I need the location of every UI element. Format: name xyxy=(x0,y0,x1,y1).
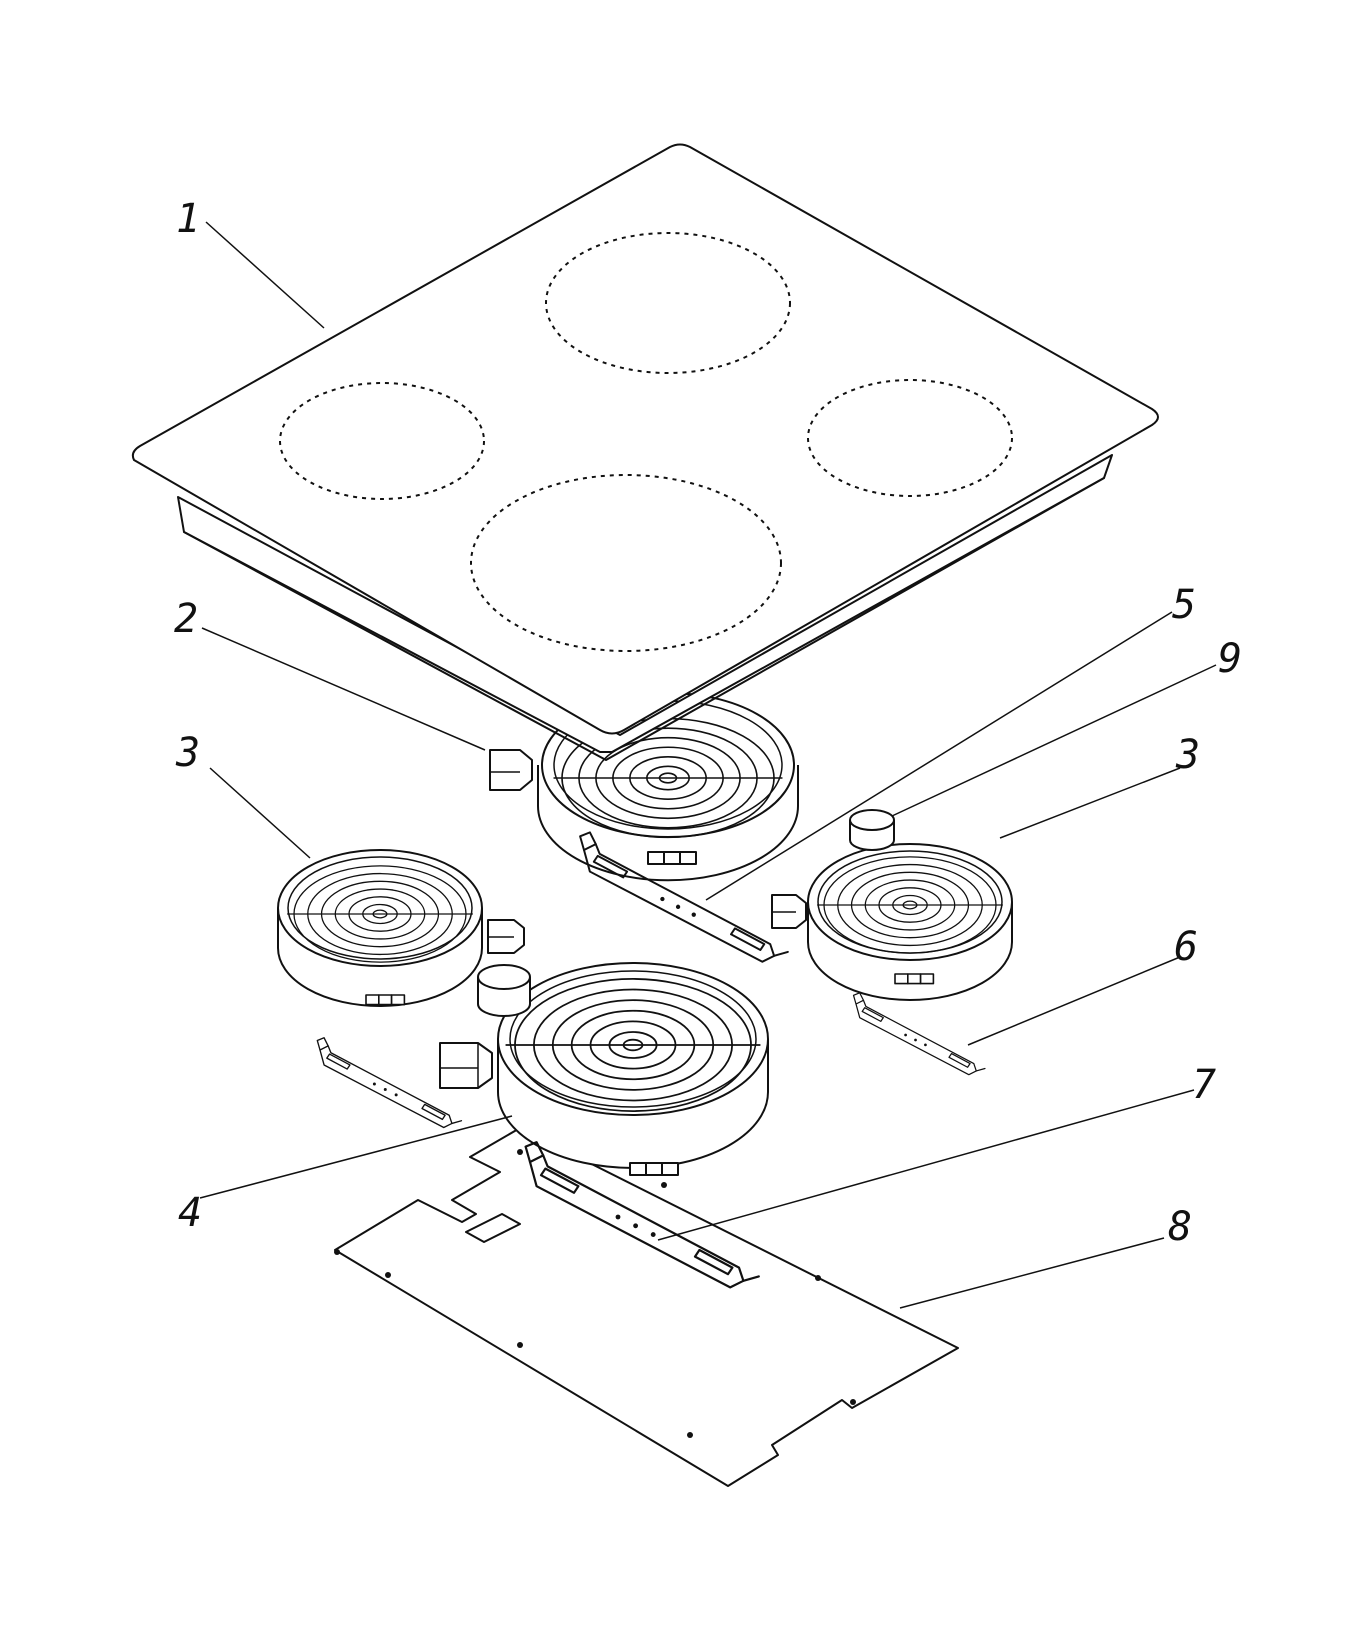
bracket-6 xyxy=(852,992,986,1076)
label-part-4: 4 xyxy=(178,1190,202,1236)
label-part-1: 1 xyxy=(176,196,200,242)
label-part-7: 7 xyxy=(1192,1062,1216,1108)
part-labels: 1 2 3 5 9 3 6 4 7 8 xyxy=(174,196,1242,1250)
label-part-6: 6 xyxy=(1174,924,1198,970)
cooktop-glass xyxy=(131,143,1159,761)
left-heater xyxy=(277,849,525,1007)
large-heater xyxy=(439,962,769,1176)
label-part-3-left: 3 xyxy=(175,730,200,776)
label-part-3-right: 3 xyxy=(1175,732,1200,778)
label-part-2: 2 xyxy=(174,596,198,642)
leader-lines xyxy=(199,221,1217,1309)
label-part-9: 9 xyxy=(1218,636,1242,682)
right-heater xyxy=(771,809,1013,1001)
label-part-8: 8 xyxy=(1168,1204,1192,1250)
label-part-5: 5 xyxy=(1172,582,1196,628)
